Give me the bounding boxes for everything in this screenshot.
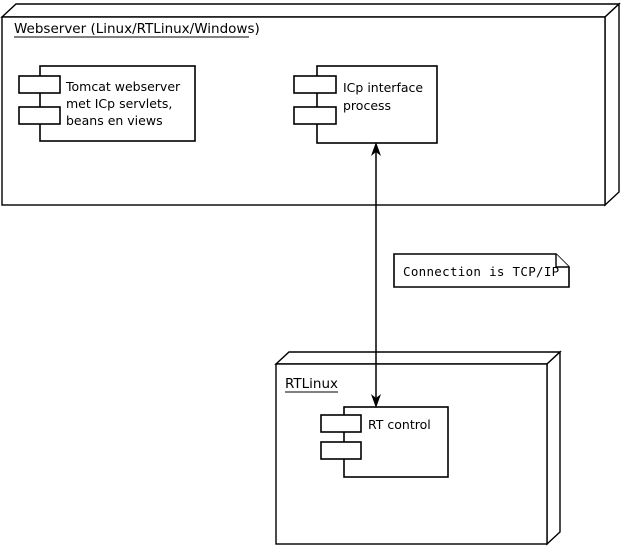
connection-tcpip-arrowhead-up (371, 142, 381, 156)
component-tomcat-label-line-2: met ICp servlets, (66, 96, 172, 111)
component-tomcat-label-line-3: beans en views (66, 113, 163, 128)
node-webserver-side-face (604, 2, 620, 207)
note-tcpip-label: Connection is TCP/IP (403, 264, 560, 279)
node-rtlinux-label: RTLinux (285, 376, 338, 392)
node-rtlinux-side-face (546, 350, 561, 546)
component-tomcat-tab-lower (18, 106, 61, 125)
component-rt-control-tab-upper (320, 414, 362, 433)
node-webserver-label: Webserver (Linux/RTLinux/Windows) (14, 21, 260, 37)
component-icp-interface[interactable]: ICp interface process (293, 65, 438, 144)
note-tcpip-body (393, 253, 570, 288)
node-webserver-top-face (0, 3, 621, 18)
component-tomcat-tab-upper (18, 75, 61, 94)
component-icp-interface-label-line-2: process (343, 98, 391, 113)
component-tomcat[interactable]: Tomcat webserver met ICp servlets, beans… (18, 65, 196, 142)
component-tomcat-label-line-1: Tomcat webserver (65, 79, 181, 94)
note-tcpip-fold-corner (555, 254, 569, 268)
component-icp-interface-tab-upper (293, 75, 337, 94)
node-rtlinux[interactable]: RTLinux RT control (274, 350, 562, 546)
component-icp-interface-body (316, 65, 438, 144)
component-icp-interface-label-line-1: ICp interface (343, 80, 423, 95)
component-rt-control-label: RT control (368, 417, 431, 432)
component-rt-control-tab-lower (320, 441, 362, 460)
connection-tcpip[interactable] (371, 142, 381, 408)
component-icp-interface-tab-lower (293, 106, 337, 125)
node-webserver[interactable]: Webserver (Linux/RTLinux/Windows) Tomcat… (0, 2, 621, 207)
component-tomcat-body (39, 65, 196, 142)
node-rtlinux-top-face (274, 351, 562, 365)
note-tcpip[interactable]: Connection is TCP/IP (393, 253, 570, 288)
component-rt-control[interactable]: RT control (320, 406, 449, 478)
connection-tcpip-arrowhead-down (371, 394, 381, 408)
